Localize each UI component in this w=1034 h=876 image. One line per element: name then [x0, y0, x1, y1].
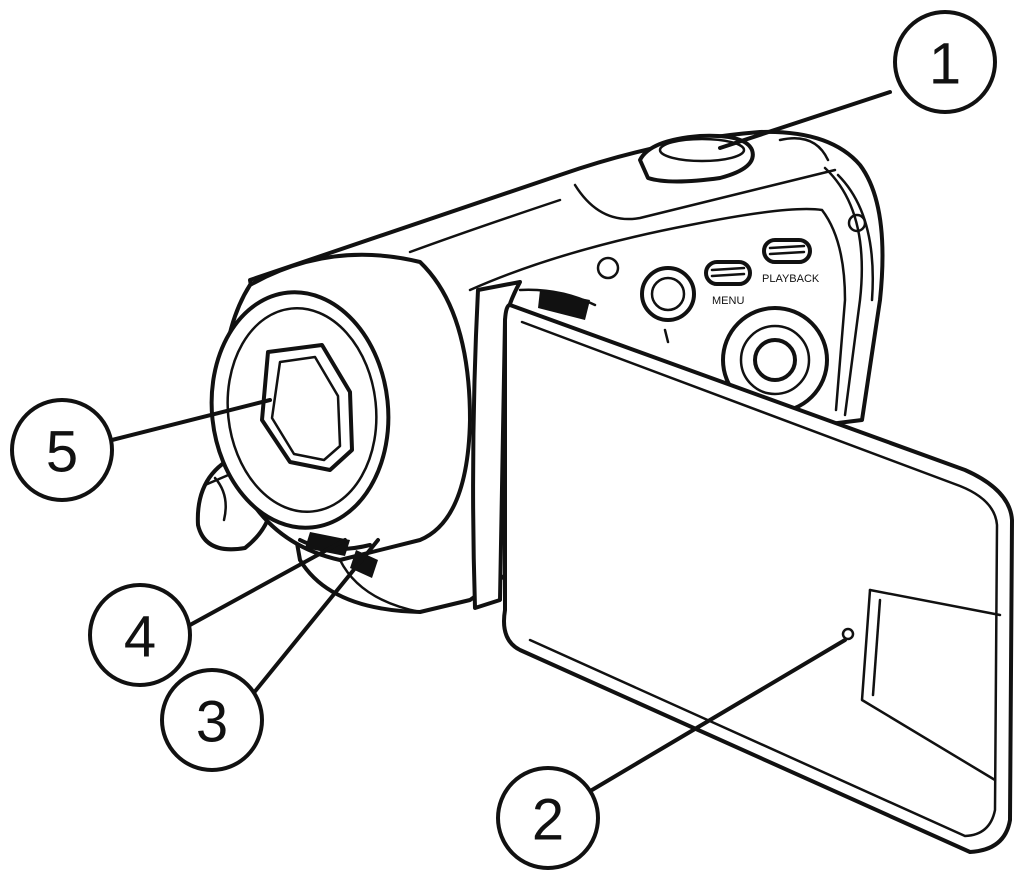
callout-2: 2: [496, 766, 600, 870]
leader-line-3: [246, 538, 380, 702]
svg-text:4: 4: [124, 605, 156, 670]
leader-lines: [110, 90, 892, 792]
svg-text:1: 1: [929, 32, 961, 97]
menu-button-label: MENU: [712, 295, 744, 307]
callout-1: 1: [893, 10, 997, 114]
svg-text:5: 5: [46, 420, 78, 485]
screen-hinge: [471, 280, 597, 610]
callout-5: 5: [10, 398, 114, 502]
leader-line-2: [590, 638, 847, 792]
lcd-screen: [502, 303, 1014, 854]
svg-text:3: 3: [196, 690, 228, 755]
callout-4: 4: [88, 583, 192, 687]
side-buttons: MENU PLAYBACK: [596, 238, 829, 414]
playback-button-label: PLAYBACK: [762, 273, 820, 285]
lens-assembly: [209, 252, 472, 614]
leader-line-4: [188, 538, 347, 627]
leader-line-1: [718, 90, 892, 150]
leader-line-5: [110, 398, 272, 442]
svg-text:2: 2: [532, 788, 564, 853]
callout-3: 3: [160, 668, 264, 772]
